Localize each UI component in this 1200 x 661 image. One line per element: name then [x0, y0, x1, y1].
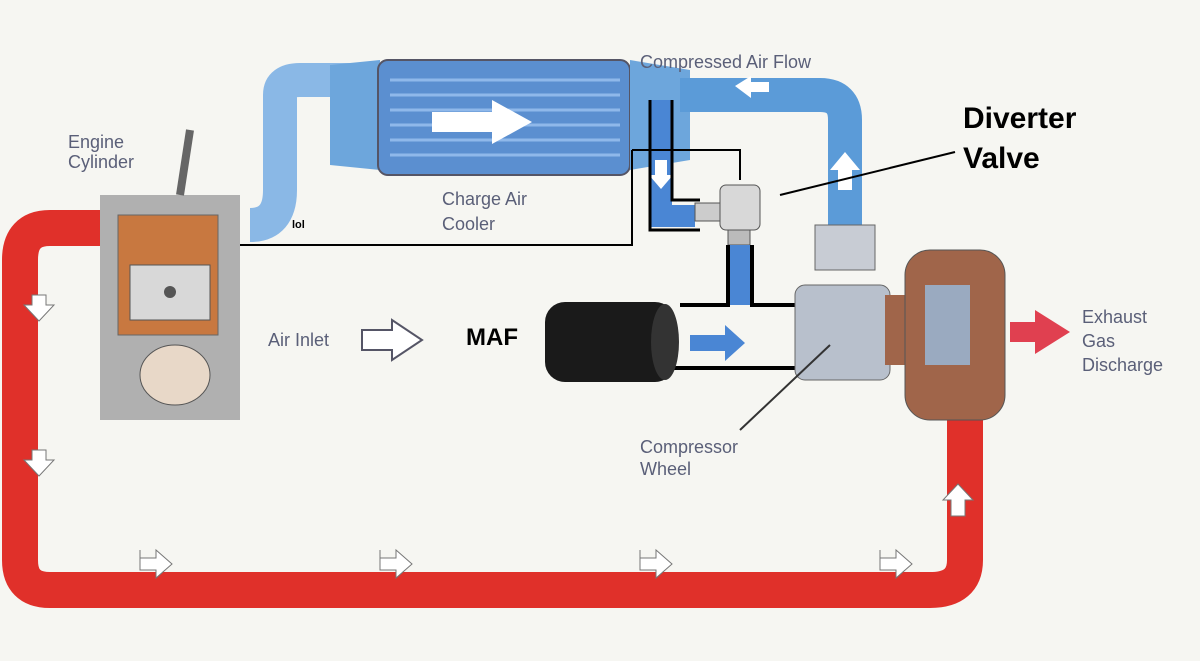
label-maf: MAF	[466, 324, 518, 351]
flow-arrow-left	[735, 76, 769, 98]
diverter-valve	[694, 184, 761, 246]
intake-pipe	[248, 63, 380, 242]
maf-sensor	[545, 302, 679, 382]
label-lol: lol	[292, 219, 305, 231]
exhaust-flow-arrows	[22, 294, 975, 580]
label-engine-cylinder-1: Engine	[68, 132, 124, 152]
label-exhaust-1: Exhaust	[1082, 307, 1147, 327]
compressed-air-pipe	[680, 78, 862, 240]
label-exhaust-3: Discharge	[1082, 355, 1163, 375]
label-compressor-2: Wheel	[640, 459, 691, 479]
label-air-inlet: Air Inlet	[268, 330, 329, 350]
label-diverter: Diverter	[963, 102, 1077, 135]
label-valve: Valve	[963, 142, 1040, 175]
label-engine-cylinder-2: Cylinder	[68, 152, 134, 172]
exhaust-pipe	[2, 210, 983, 608]
flow-arrow-up	[830, 152, 860, 190]
charge-air-cooler	[330, 59, 690, 176]
cooler-flow-arrow	[432, 100, 532, 144]
turbocharger	[794, 224, 1006, 421]
label-compressor-1: Compressor	[640, 437, 738, 457]
label-exhaust-2: Gas	[1082, 331, 1115, 351]
diverter-leader-line	[779, 151, 956, 196]
engine-cylinder	[100, 129, 240, 420]
label-charge-air-1: Charge Air	[442, 189, 527, 209]
maf-flow-arrow	[690, 325, 745, 361]
air-inlet-arrow	[361, 318, 424, 362]
exhaust-discharge-arrow	[1010, 310, 1070, 354]
label-compressed-air-flow: Compressed Air Flow	[640, 52, 812, 72]
label-charge-air-2: Cooler	[442, 214, 495, 234]
